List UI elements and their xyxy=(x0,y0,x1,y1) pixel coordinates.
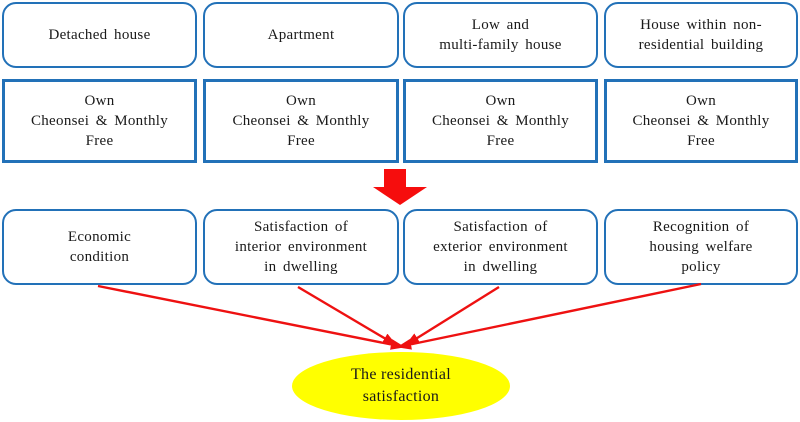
housing-type-label: House within non- residential building xyxy=(638,17,764,53)
factor-box-welfare-policy: Recognition of housing welfare policy xyxy=(604,209,798,285)
tenure-box-1: Own Cheonsei & Monthly Free xyxy=(2,79,197,163)
housing-type-label: Apartment xyxy=(267,27,335,43)
housing-type-box-apartment: Apartment xyxy=(203,2,399,68)
housing-type-label: Low and multi-family house xyxy=(439,17,562,53)
factor-box-economic-condition: Economic condition xyxy=(2,209,197,285)
housing-type-box-non-residential: House within non- residential building xyxy=(604,2,798,68)
housing-type-box-detached: Detached house xyxy=(2,2,197,68)
factor-box-exterior-environment: Satisfaction of exterior environment in … xyxy=(403,209,598,285)
housing-type-label: Detached house xyxy=(48,27,151,43)
factor-box-interior-environment: Satisfaction of interior environment in … xyxy=(203,209,399,285)
connector-economic-to-outcome xyxy=(97,284,406,350)
tenure-box-4: Own Cheonsei & Monthly Free xyxy=(604,79,798,163)
down-arrow-icon xyxy=(373,169,427,205)
factor-label: Satisfaction of interior environment in … xyxy=(234,219,368,275)
tenure-label: Own Cheonsei & Monthly Free xyxy=(632,93,770,149)
tenure-label: Own Cheonsei & Monthly Free xyxy=(232,93,370,149)
housing-type-box-multi-family: Low and multi-family house xyxy=(403,2,598,68)
tenure-label: Own Cheonsei & Monthly Free xyxy=(431,93,570,149)
factor-label: Recognition of housing welfare policy xyxy=(649,219,753,275)
connector-interior-to-outcome xyxy=(297,285,398,347)
factor-label: Satisfaction of exterior environment in … xyxy=(433,219,568,275)
tenure-box-2: Own Cheonsei & Monthly Free xyxy=(203,79,399,163)
connector-policy-to-outcome xyxy=(396,282,702,350)
tenure-box-3: Own Cheonsei & Monthly Free xyxy=(403,79,598,163)
factor-label: Economic condition xyxy=(67,229,132,265)
outcome-label: The residential satisfaction xyxy=(350,366,451,405)
tenure-label: Own Cheonsei & Monthly Free xyxy=(30,93,169,149)
connector-exterior-to-outcome xyxy=(404,285,500,347)
